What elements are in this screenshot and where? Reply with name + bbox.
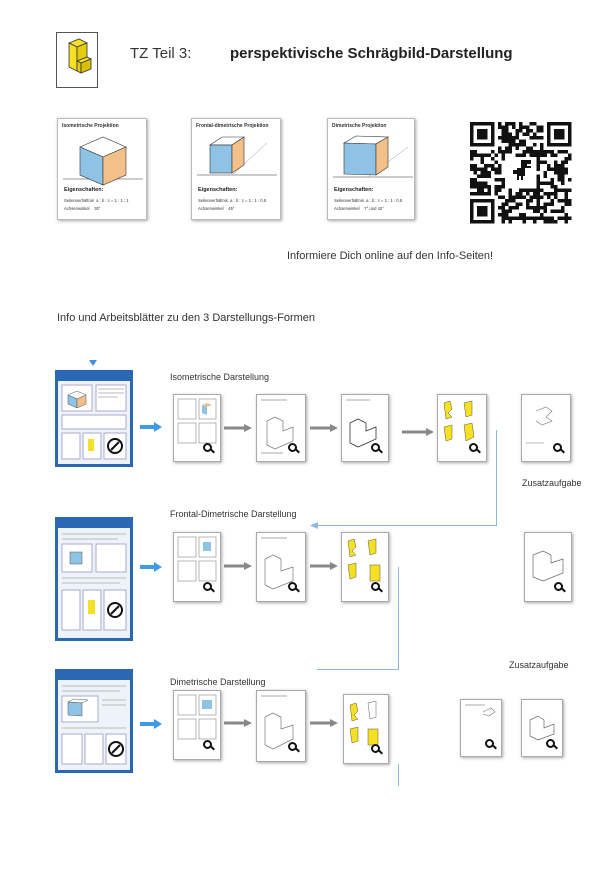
arrow-right-icon (140, 562, 162, 572)
card-title: Dimetrische Projektion (332, 123, 387, 129)
magnifier-icon[interactable] (203, 740, 212, 749)
arrow-right-gray-icon (224, 424, 252, 432)
magnifier-icon[interactable] (371, 744, 380, 753)
arrow-right-icon (140, 719, 162, 729)
magnifier-icon[interactable] (554, 582, 563, 591)
section-heading: Info und Arbeitsblätter zu den 3 Darstel… (57, 312, 316, 324)
info-sheet-isometric[interactable] (55, 370, 133, 467)
title-prefix: TZ Teil 3: (130, 45, 192, 62)
arrow-right-gray-icon (224, 719, 252, 727)
card-title: Isometrische Projektion (62, 123, 119, 129)
info-card-dimetric[interactable]: Dimetrische Projektion Eigenschaften: Se… (327, 118, 415, 220)
connector-line (398, 567, 399, 670)
row-label-isometric: Isometrische Darstellung (170, 372, 270, 382)
connector-line (316, 525, 497, 526)
card-props-label: Eigenschaften: (334, 187, 374, 193)
magnifier-icon[interactable] (469, 443, 478, 452)
card-ratio-label: Seitenverhältnis (334, 198, 364, 203)
info-card-isometric[interactable]: Isometrische Projektion Eigenschaften: S… (57, 118, 147, 220)
magnifier-icon[interactable] (288, 582, 297, 591)
magnifier-icon[interactable] (371, 443, 380, 452)
worksheet-thumbnail[interactable] (341, 394, 389, 462)
logo (56, 32, 98, 88)
card-angle-label: Achsenwinkel (334, 206, 360, 211)
magnifier-icon[interactable] (371, 582, 380, 591)
arrow-right-icon (140, 422, 162, 432)
card-title: Frontal-dimetrische Projektion (196, 123, 269, 129)
card-ratio-label: Seitenverhältnis (64, 198, 94, 203)
magnifier-icon[interactable] (485, 739, 494, 748)
worksheet-thumbnail[interactable] (437, 394, 487, 462)
worksheet-thumbnail[interactable] (256, 532, 306, 602)
card-ratio-value: a : b : c = 1 : 1 : 0,5 (366, 198, 403, 203)
magnifier-icon[interactable] (546, 739, 555, 748)
worksheet-thumbnail[interactable] (173, 690, 221, 760)
zusatz-label-2: Zusatzaufgabe (509, 660, 569, 670)
card-angle-value: 7° und 42° (364, 206, 384, 211)
worksheet-thumbnail[interactable] (256, 394, 306, 462)
magnifier-icon[interactable] (553, 443, 562, 452)
worksheet-thumbnail[interactable] (343, 694, 389, 764)
magnifier-icon[interactable] (203, 582, 212, 591)
zusatz-label-1: Zusatzaufgabe (522, 478, 582, 488)
card-props-label: Eigenschaften: (198, 187, 238, 193)
info-sheet-frontal-dimetric[interactable] (55, 517, 133, 641)
card-angle-value: 30° (94, 206, 101, 211)
worksheet-thumbnail-extra[interactable] (460, 699, 502, 757)
card-angle-value: 45° (228, 206, 235, 211)
card-angle-label: Achsenwinkel (198, 206, 224, 211)
arrow-right-gray-icon (224, 562, 252, 570)
worksheet-thumbnail[interactable] (173, 394, 221, 462)
magnifier-icon[interactable] (288, 443, 297, 452)
magnifier-icon[interactable] (288, 742, 297, 751)
connector-line (496, 430, 497, 526)
worksheet-thumbnail-extra[interactable] (521, 699, 563, 757)
qr-code[interactable] (469, 122, 574, 224)
row-label-dimetric: Dimetrische Darstellung (170, 677, 266, 687)
card-ratio-label: Seitenverhältnis (198, 198, 228, 203)
worksheet-thumbnail[interactable] (341, 532, 389, 602)
card-ratio-value: a : b : c = 1 : 1 : 1 (96, 198, 129, 203)
arrow-right-gray-icon (310, 562, 338, 570)
worksheet-thumbnail-extra[interactable] (524, 532, 572, 602)
arrow-right-gray-icon (402, 428, 434, 436)
row-label-frontal-dimetric: Frontal-Dimetrische Darstellung (170, 509, 297, 519)
page-title: perspektivische Schrägbild-Darstellung (230, 45, 513, 62)
card-ratio-value: a : b : c = 1 : 1 : 0,5 (230, 198, 267, 203)
card-angle-label: Achsenwinkel (64, 206, 90, 211)
info-card-frontal-dimetric[interactable]: Frontal-dimetrische Projektion Eigenscha… (191, 118, 281, 220)
worksheet-thumbnail[interactable] (173, 532, 221, 602)
card-props-label: Eigenschaften: (64, 187, 104, 193)
marker-triangle-icon (89, 360, 97, 366)
connector-line (317, 669, 399, 670)
connector-line (398, 764, 399, 786)
arrow-right-gray-icon (310, 719, 338, 727)
arrow-right-gray-icon (310, 424, 338, 432)
worksheet-thumbnail[interactable] (256, 690, 306, 762)
worksheet-thumbnail-extra[interactable] (521, 394, 571, 462)
info-sheet-dimetric[interactable] (55, 669, 133, 773)
info-online-text: Informiere Dich online auf den Info-Seit… (287, 250, 494, 262)
magnifier-icon[interactable] (203, 443, 212, 452)
connector-arrow-icon (310, 522, 318, 529)
